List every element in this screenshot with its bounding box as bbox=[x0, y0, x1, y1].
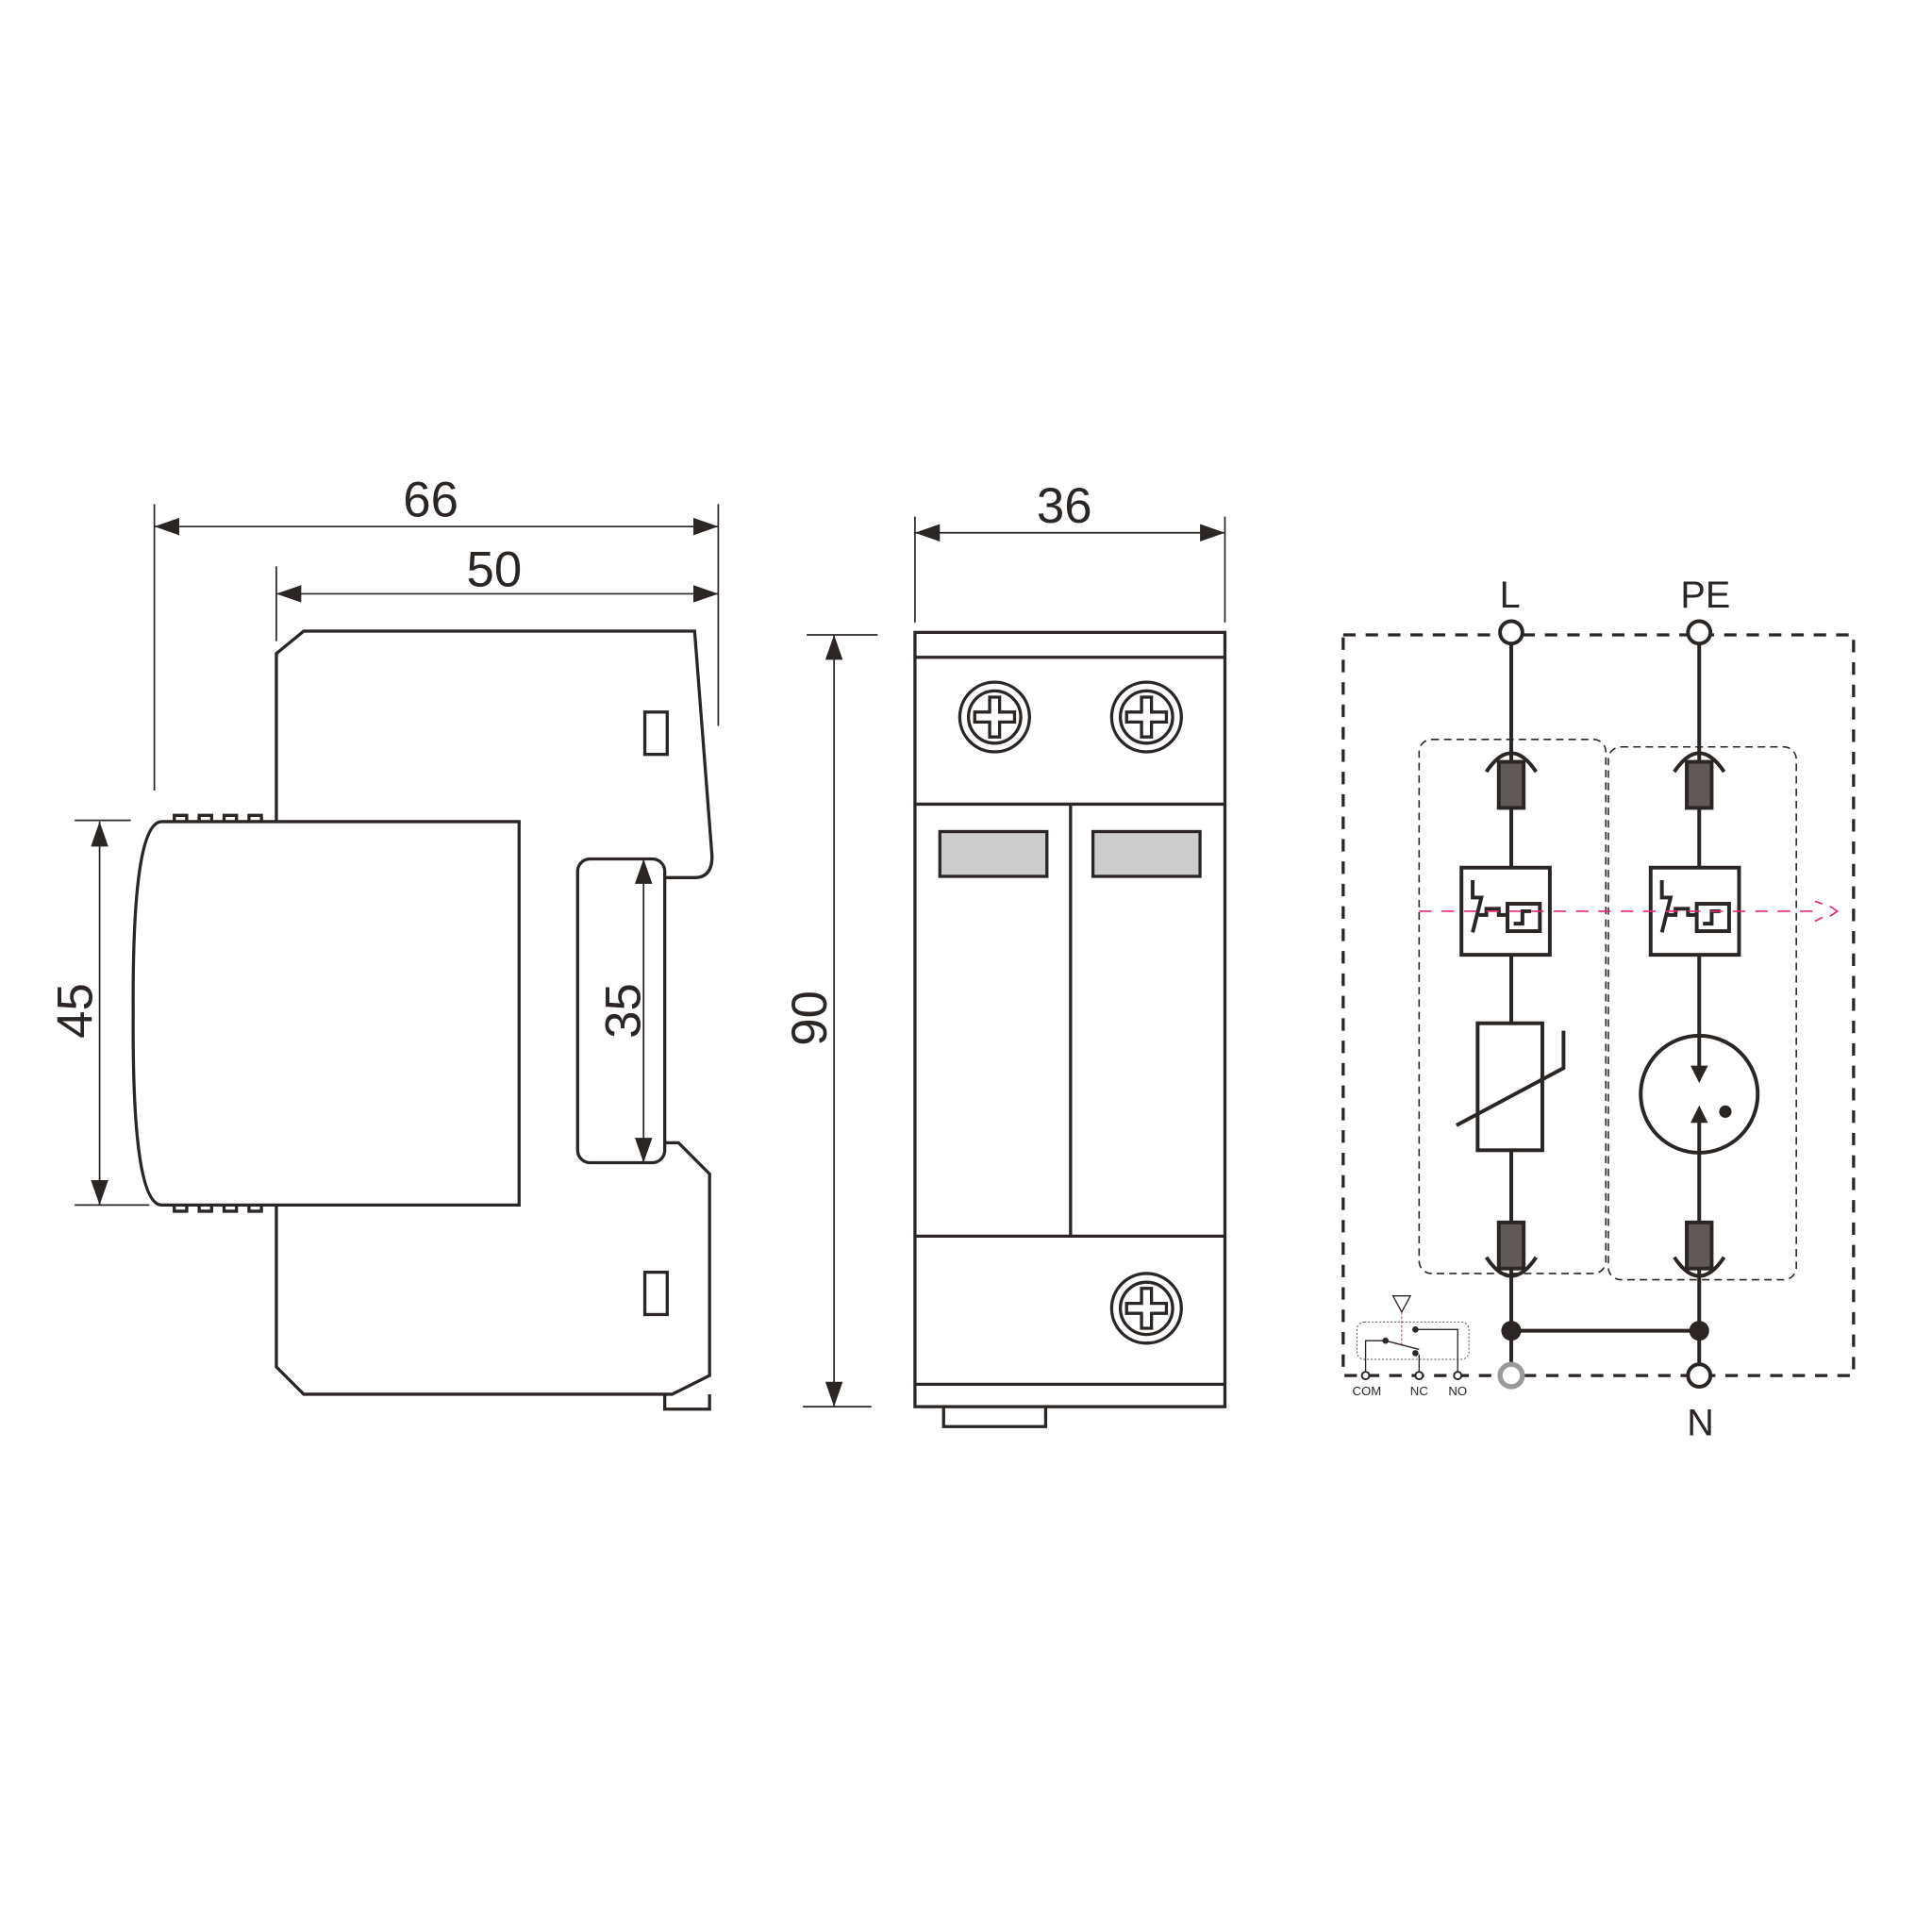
fuse-icon bbox=[1673, 751, 1726, 810]
varistor-icon bbox=[1455, 1021, 1566, 1153]
front-housing bbox=[913, 630, 1227, 1408]
body-upper bbox=[275, 629, 714, 879]
terminal-pe bbox=[1686, 619, 1713, 646]
junction-dot bbox=[1689, 1321, 1709, 1341]
label-window-top bbox=[642, 710, 669, 757]
terminal-n bbox=[1686, 1362, 1713, 1389]
circuit-schematic: L PE N bbox=[1341, 575, 1856, 1443]
body-lower bbox=[275, 1141, 711, 1396]
dimension-35-label: 35 bbox=[595, 983, 651, 1039]
thermal-disconnector-icon bbox=[1459, 865, 1552, 958]
signal-arrow-icon bbox=[1814, 900, 1840, 923]
screw-icon bbox=[1109, 680, 1183, 754]
dimension-45-label: 45 bbox=[48, 983, 104, 1039]
front-view: 90 36 bbox=[782, 478, 1227, 1428]
label-window-bottom bbox=[642, 1270, 669, 1317]
dimension-36-label: 36 bbox=[1037, 478, 1092, 534]
status-window-right bbox=[1091, 829, 1202, 878]
status-window-left bbox=[938, 829, 1049, 878]
rail-clip-tab bbox=[941, 1407, 1048, 1428]
dimension-90-label: 90 bbox=[782, 991, 838, 1046]
fuse-icon bbox=[1484, 1220, 1539, 1278]
side-view: 66 50 45 35 bbox=[48, 473, 720, 1411]
dimension-50-label: 50 bbox=[467, 542, 523, 598]
label-n: N bbox=[1687, 1402, 1714, 1443]
front-cover bbox=[131, 820, 521, 1208]
relay-no-label: NO bbox=[1448, 1384, 1467, 1398]
label-pe: PE bbox=[1680, 575, 1730, 616]
remote-signal-relay: COM NC NO bbox=[1353, 1295, 1470, 1398]
module-boundary-pe bbox=[1607, 745, 1797, 1281]
terminal-unused bbox=[1497, 1361, 1525, 1390]
relay-com-label: COM bbox=[1353, 1384, 1382, 1398]
dimension-66-label: 66 bbox=[403, 473, 458, 528]
release-tab bbox=[663, 1393, 711, 1411]
vent-notches bbox=[173, 813, 263, 1213]
enclosure-boundary bbox=[1341, 633, 1856, 1377]
fuse-icon bbox=[1484, 751, 1539, 810]
screw-icon bbox=[958, 680, 1031, 754]
junction-dot bbox=[1501, 1321, 1522, 1341]
label-l: L bbox=[1500, 575, 1521, 616]
screw-icon bbox=[1109, 1272, 1183, 1345]
terminal-l bbox=[1498, 619, 1524, 646]
din-rail-clip bbox=[575, 857, 667, 1165]
relay-nc-label: NC bbox=[1410, 1384, 1429, 1398]
fuse-icon bbox=[1673, 1220, 1726, 1278]
gas-discharge-tube-icon bbox=[1639, 1033, 1760, 1155]
